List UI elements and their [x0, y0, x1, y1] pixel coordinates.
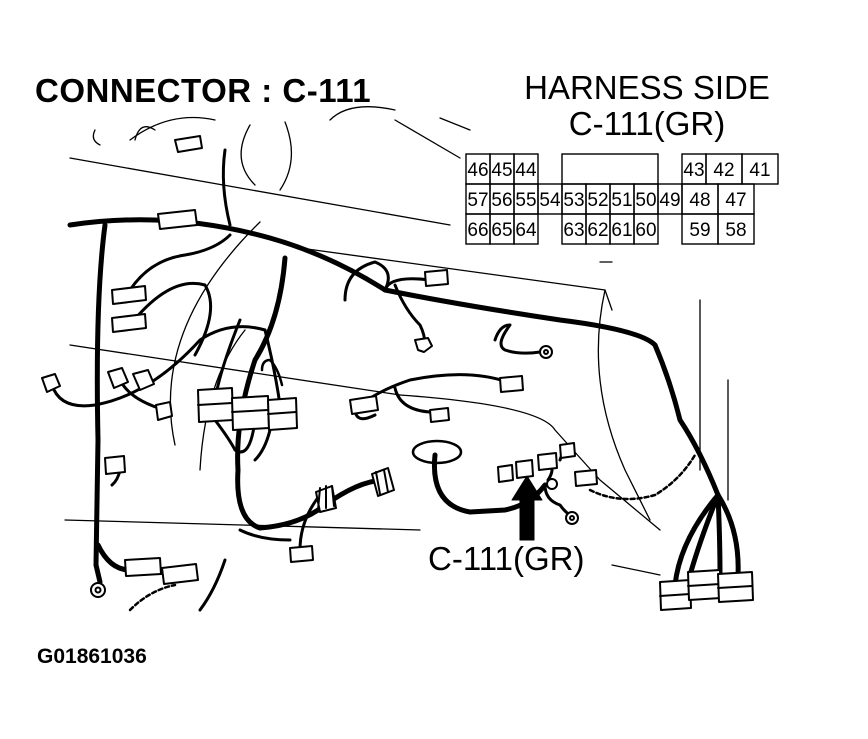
- pin-number: 59: [689, 220, 710, 241]
- pin-number: 55: [515, 190, 536, 211]
- harness-side-label: HARNESS SIDE: [524, 69, 770, 106]
- pin-number: 49: [659, 190, 680, 211]
- figure-id: G01861036: [37, 645, 147, 668]
- callout-leader-line: [611, 564, 661, 576]
- pin-cell: [513, 213, 539, 245]
- harness-connectors: [41, 135, 754, 611]
- pin-number: 65: [491, 220, 512, 241]
- pin-cell: [717, 213, 755, 245]
- wire-clips: [315, 467, 395, 513]
- harness-side-title: HARNESS SIDE C-111(GR): [467, 70, 827, 142]
- connector-callout-label: C-111(GR): [428, 540, 585, 577]
- pin-number: 51: [611, 190, 632, 211]
- pin-number: 63: [563, 220, 584, 241]
- pin-number: 53: [563, 190, 584, 211]
- pin-number: 62: [587, 220, 608, 241]
- pin-cell: [741, 153, 779, 185]
- pin-number: 48: [689, 190, 710, 211]
- pin-number: 45: [491, 160, 512, 181]
- pin-number: 47: [725, 190, 746, 211]
- pin-number: 50: [635, 190, 656, 211]
- main-harness-trunk: [67, 217, 741, 588]
- grommet-loops: [260, 358, 463, 465]
- pin-number: 61: [611, 220, 632, 241]
- pin-cell: [633, 213, 659, 245]
- pin-number: 58: [725, 220, 746, 241]
- connector-location-arrow: [511, 475, 543, 541]
- pin-number: 66: [467, 220, 488, 241]
- pin-number: 46: [467, 160, 488, 181]
- body-outline-lines: [64, 106, 729, 531]
- pin-number: 41: [749, 160, 770, 181]
- pin-number: 54: [539, 190, 561, 211]
- pin-number: 44: [515, 160, 537, 181]
- harness-connector-label: C-111(GR): [568, 105, 726, 142]
- pin-number: 60: [635, 220, 656, 241]
- pin-number: 64: [515, 220, 537, 241]
- pin-number: 57: [467, 190, 488, 211]
- dashed-wires: [128, 453, 697, 612]
- pin-number: 52: [587, 190, 608, 211]
- pin-number: 56: [491, 190, 512, 211]
- connector-title: CONNECTOR : C-111: [35, 72, 372, 109]
- pin-number: 42: [713, 160, 734, 181]
- ground-terminals: [90, 337, 579, 598]
- pin-number: 43: [683, 160, 704, 181]
